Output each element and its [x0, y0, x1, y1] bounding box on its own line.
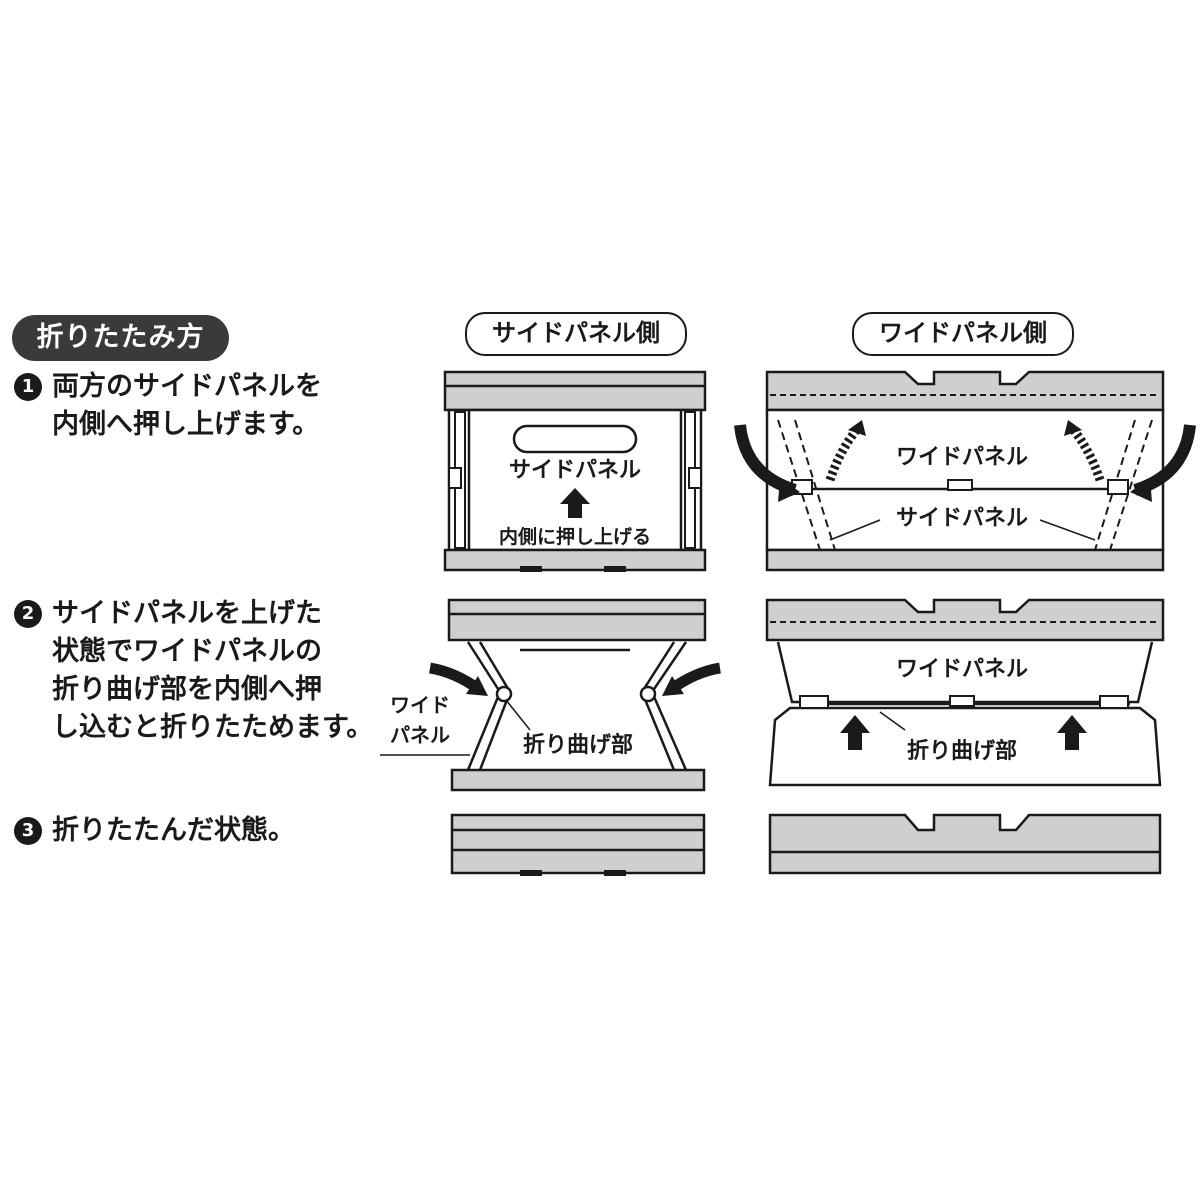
section-title: 折りたたみ方	[12, 315, 229, 361]
step-1: 1 両方のサイドパネルを 内側へ押し上げます。	[14, 368, 322, 444]
push-up-label: 内側に押し上げる	[499, 525, 651, 548]
side-panel-label: サイドパネル	[509, 458, 641, 483]
wide-view-step2	[765, 598, 1165, 787]
step-text-line: サイドパネルを上げた	[52, 598, 322, 629]
step-text-line: 状態でワイドパネルの	[52, 636, 322, 667]
wide-panel-label-line2: パネル	[390, 723, 450, 747]
up-arrow	[560, 488, 590, 518]
step-number: 1	[14, 373, 42, 401]
step-text-line: し込むと折りたためます。	[52, 712, 374, 743]
side-view-folded	[450, 813, 706, 876]
wide-panel-label: ワイドパネル	[896, 657, 1028, 682]
step-text-line: 折りたたんだ状態。	[52, 815, 295, 846]
side-panel-label: サイドパネル	[896, 506, 1028, 531]
wide-view-folded	[768, 813, 1162, 875]
fold-part-label: 折り曲げ部	[907, 738, 1017, 764]
side-view-step1	[443, 370, 707, 572]
step-number: 3	[14, 817, 42, 845]
column-label-side: サイドパネル側	[465, 312, 687, 356]
column-label-wide: ワイドパネル側	[852, 312, 1074, 356]
step-2: 2 サイドパネルを上げた 状態でワイドパネルの 折り曲げ部を内側へ押 し込むと折…	[14, 595, 373, 747]
wide-panel-label: ワイドパネル	[896, 445, 1028, 470]
step-text-line: 折り曲げ部を内側へ押	[52, 674, 322, 705]
wide-panel-label-line1: ワイド	[390, 693, 450, 717]
step-number: 2	[14, 600, 42, 628]
step-text-line: 両方のサイドパネルを	[52, 371, 322, 402]
wide-view-step1	[765, 370, 1165, 572]
fold-part-label: 折り曲げ部	[523, 732, 633, 758]
step-3: 3 折りたたんだ状態。	[14, 812, 295, 850]
side-view-step2	[447, 598, 707, 792]
step-text-line: 内側へ押し上げます。	[52, 409, 320, 440]
